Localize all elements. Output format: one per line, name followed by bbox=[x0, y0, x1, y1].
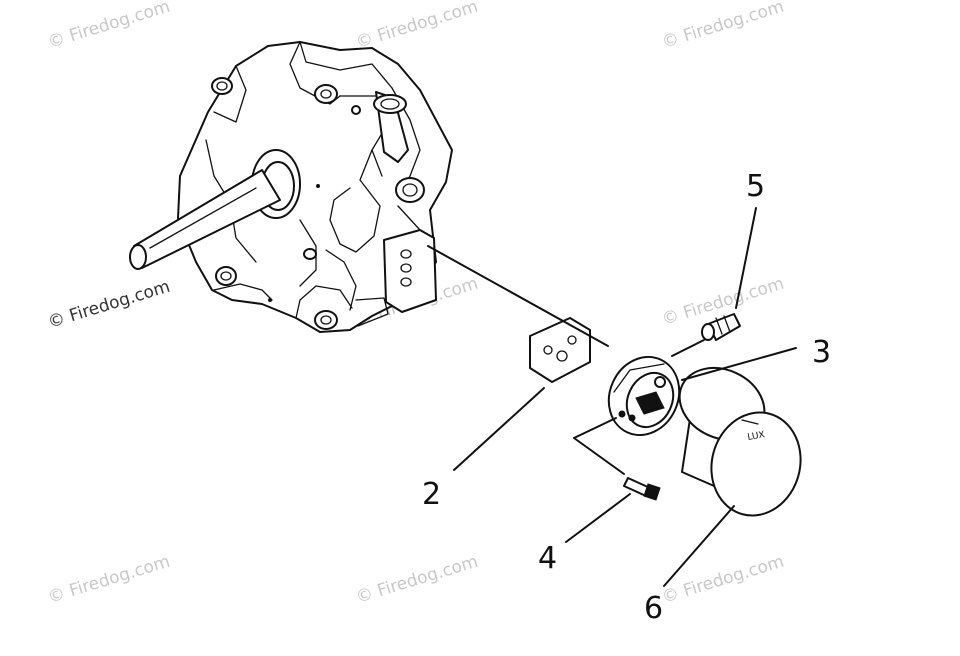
watermark-top-left: © Firedog.com bbox=[46, 0, 173, 53]
oil-filter-part-6: LUX bbox=[678, 367, 802, 517]
watermark-top-right: © Firedog.com bbox=[660, 0, 787, 53]
filter-adapter-part-3 bbox=[607, 356, 681, 436]
callout-5: 5 bbox=[746, 169, 765, 204]
leader-2 bbox=[453, 387, 545, 471]
leader-block-to-adapter bbox=[427, 245, 609, 347]
leader-bolt-axis bbox=[573, 417, 625, 475]
leader-3 bbox=[681, 347, 797, 381]
svg-text:LUX: LUX bbox=[747, 430, 766, 443]
crankshaft bbox=[129, 149, 301, 270]
callouts: 2 3 4 5 6 bbox=[422, 169, 831, 626]
watermark-bottom-center: © Firedog.com bbox=[354, 552, 481, 608]
leader-6 bbox=[663, 505, 735, 587]
watermark-bottom-right: © Firedog.com bbox=[660, 552, 787, 608]
leader-5 bbox=[735, 207, 757, 309]
leader-5-to-adapter bbox=[671, 339, 705, 357]
watermark-bottom-left: © Firedog.com bbox=[46, 552, 173, 608]
callout-6: 6 bbox=[644, 591, 663, 626]
watermark-top-center: © Firedog.com bbox=[354, 0, 481, 53]
leader-lines bbox=[427, 207, 797, 587]
callout-4: 4 bbox=[538, 541, 557, 576]
callout-3: 3 bbox=[812, 335, 831, 370]
fitting-part-5 bbox=[701, 313, 741, 341]
engine-crankcase bbox=[177, 41, 453, 333]
watermark-mid-left: © Firedog.com bbox=[46, 277, 173, 333]
bolt-part-4 bbox=[623, 477, 661, 501]
gasket-part-2 bbox=[529, 317, 591, 383]
callout-2: 2 bbox=[422, 477, 441, 512]
leader-4 bbox=[565, 493, 631, 543]
